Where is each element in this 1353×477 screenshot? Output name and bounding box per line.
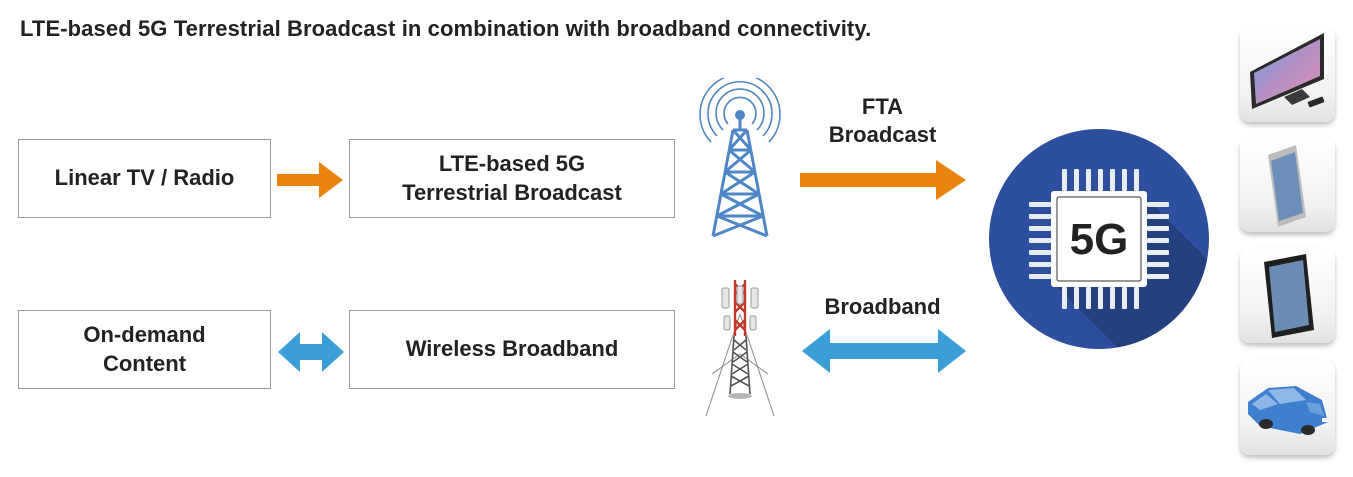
on-demand-label-line1: On-demand [83, 321, 206, 347]
broadband-label: Broadband [824, 294, 941, 319]
smartphone-tile [1240, 137, 1335, 232]
linear-tv-radio-box: Linear TV / Radio [18, 139, 271, 218]
tv-tile [1240, 27, 1335, 122]
broadband-arrow-left [278, 332, 344, 372]
5g-chip-label: 5G [1070, 215, 1129, 264]
on-demand-label-line2: Content [102, 350, 187, 376]
on-demand-content-box: On-demand Content [18, 310, 271, 389]
tablet-icon [1264, 254, 1314, 338]
broadcast-tower-icon [699, 78, 781, 238]
cellular-tower-icon [705, 280, 775, 417]
tv-icon [1250, 33, 1325, 109]
5g-chip-icon: 5G [989, 129, 1209, 349]
broadcast-arrow-left [277, 162, 343, 198]
tablet-tile [1240, 248, 1335, 343]
car-icon [1248, 386, 1328, 435]
car-tile [1240, 360, 1335, 455]
fta-label-line2: Broadcast [828, 121, 937, 147]
lte-broadcast-label-line2: Terrestrial Broadcast [402, 179, 622, 205]
wireless-broadband-box: Wireless Broadband [349, 310, 675, 389]
broadband-arrow-right [802, 329, 966, 373]
diagram-title: LTE-based 5G Terrestrial Broadcast in co… [20, 16, 872, 41]
lte-broadcast-box: LTE-based 5G Terrestrial Broadcast [349, 139, 675, 218]
wireless-broadband-label: Wireless Broadband [405, 336, 619, 362]
broadcast-arrow-right [800, 160, 966, 200]
linear-tv-radio-label: Linear TV / Radio [54, 165, 235, 191]
fta-broadcast-label: FTA Broadcast [805, 93, 960, 148]
lte-broadcast-label-line1: LTE-based 5G [438, 150, 586, 176]
fta-label-line1: FTA [861, 94, 904, 119]
smartphone-icon [1268, 145, 1306, 227]
